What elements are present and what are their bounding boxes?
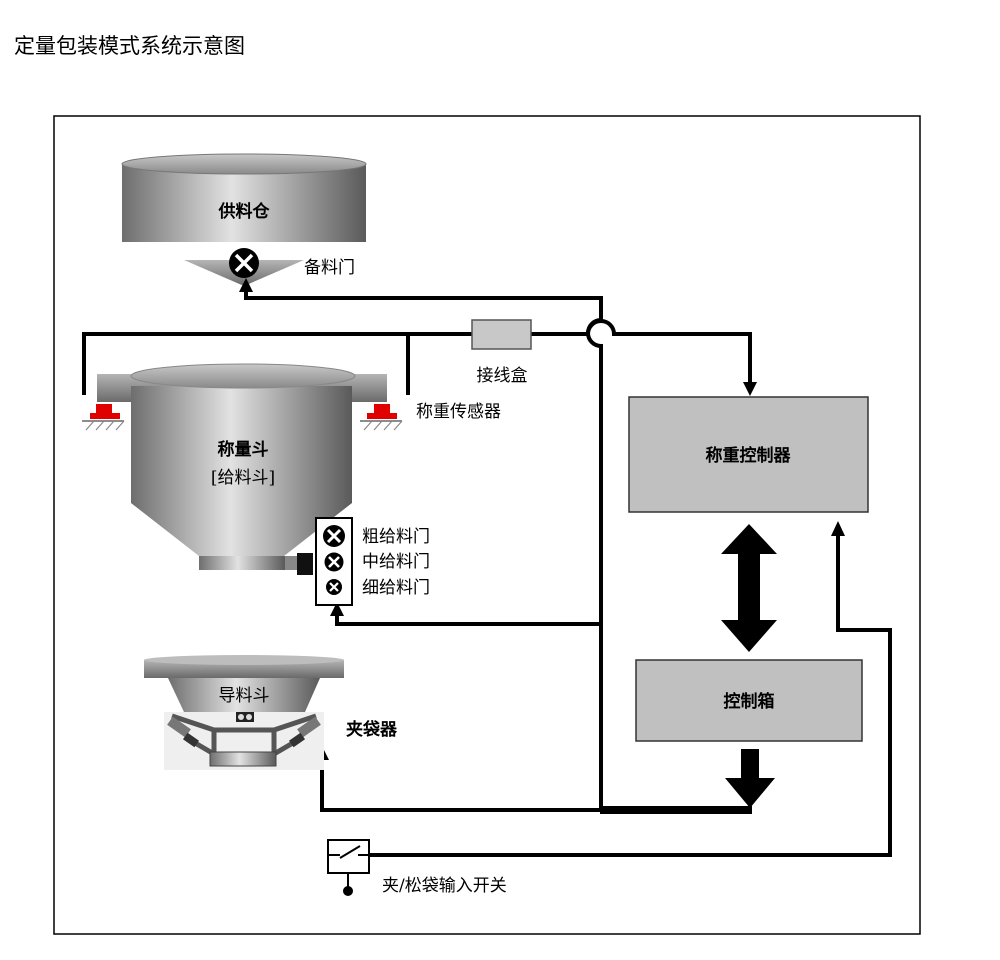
control-box-label: 控制箱 [724,691,775,712]
fine-gate-label: 细给料门 [362,578,430,598]
weighing-hopper-sublabel: [给料斗] [211,468,275,488]
weighing-controller [628,396,869,513]
coarse-gate-icon [323,525,345,547]
weighing-sensor-right [360,404,403,431]
spare-gate-valve-icon [229,248,259,278]
weighing-hopper-label: 称量斗 [218,439,269,460]
supply-bin: 供料仓 [121,153,367,286]
bag-switch-icon[interactable] [327,839,370,896]
communication-double-arrow [721,524,777,652]
junction-box [471,319,532,350]
bag-clamp-label: 夹袋器 [346,719,398,740]
junction-box-label: 接线盒 [477,366,528,386]
wire-bag-switch [369,534,892,857]
guide-hopper-label: 导料斗 [219,686,270,706]
control-box [635,659,863,742]
feed-gate-actuator [297,553,313,575]
wire-sensors [82,332,472,395]
weighing-sensor-left [82,404,125,431]
wire-bag-clamp [320,626,603,812]
coarse-gate-label: 粗给料门 [362,527,430,547]
medium-gate-label: 中给料门 [362,552,430,572]
weighing-sensor-label: 称重传感器 [416,402,501,422]
weighing-hopper: 称量斗 [给料斗] [97,363,387,570]
bag-clamp [164,712,324,770]
diagram-frame [53,115,921,935]
bag-switch-label: 夹/松袋输入开关 [382,876,507,896]
spare-gate-label: 备料门 [304,258,355,278]
supply-bin-label: 供料仓 [218,201,271,222]
weighing-controller-label: 称重控制器 [706,445,792,466]
guide-hopper: 导料斗 [144,655,344,712]
wire-feed-gates [335,614,601,626]
medium-gate-icon [324,552,344,572]
control-box-output-arrow [725,749,775,808]
page-title: 定量包装模式系统示意图 [14,34,245,58]
fine-gate-icon [326,579,342,595]
